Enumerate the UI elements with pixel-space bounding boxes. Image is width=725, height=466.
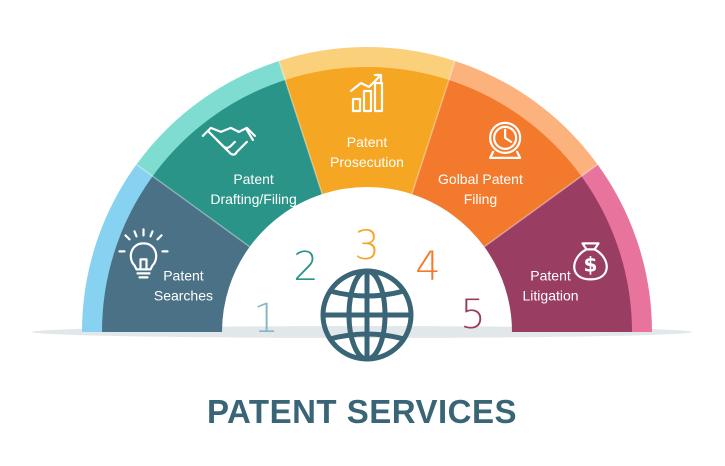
segment-2-label-line-2: Drafting/Filing: [210, 191, 296, 207]
segment-3-label-line-2: Prosecution: [330, 154, 404, 170]
dividers-group: [119, 41, 615, 263]
segment-2-number: 2: [293, 244, 318, 290]
segment-1-label-line-1: Patent: [163, 267, 204, 283]
labels-group: PatentSearchesPatentDrafting/FilingPaten…: [154, 134, 579, 303]
segment-3-number: 3: [354, 223, 379, 269]
bar-chart-icon: [349, 73, 384, 113]
globe-icon: [320, 268, 414, 362]
segment-1-number: 1: [253, 296, 278, 342]
segment-1-label-line-2: Searches: [154, 287, 213, 303]
segment-2-label-line-1: Patent: [233, 171, 274, 187]
segment-divider: [272, 41, 331, 219]
page-title: PATENT SERVICES: [207, 393, 517, 430]
money-bag-icon: $: [573, 242, 608, 281]
segment-3-label-line-1: Patent: [347, 134, 388, 150]
segment-5-label-line-2: Litigation: [523, 287, 579, 303]
segment-1-outer-band: [82, 164, 155, 332]
segment-5: [484, 176, 632, 332]
segment-5-outer-band: [579, 164, 652, 332]
icons-group: $: [118, 73, 608, 281]
segment-4-number: 4: [415, 244, 440, 290]
lightbulb-icon: [118, 228, 169, 279]
clock-icon: [489, 121, 522, 159]
segment-1: [102, 176, 250, 332]
segment-4-label-line-2: Filing: [464, 191, 497, 207]
svg-text:$: $: [584, 252, 598, 276]
segment-4-label-line-1: Golbal Patent: [438, 171, 523, 187]
segment-divider: [403, 41, 462, 219]
segment-5-number: 5: [460, 292, 485, 338]
segment-divider: [463, 152, 615, 263]
segments-group: [82, 47, 652, 332]
segment-5-label-line-1: Patent: [530, 267, 571, 283]
segment-2: [152, 79, 323, 247]
segment-3-outer-band: [278, 47, 456, 82]
segment-divider: [119, 152, 271, 263]
handshake-icon: [201, 126, 256, 156]
segment-4: [411, 79, 582, 247]
segment-3: [285, 67, 449, 195]
